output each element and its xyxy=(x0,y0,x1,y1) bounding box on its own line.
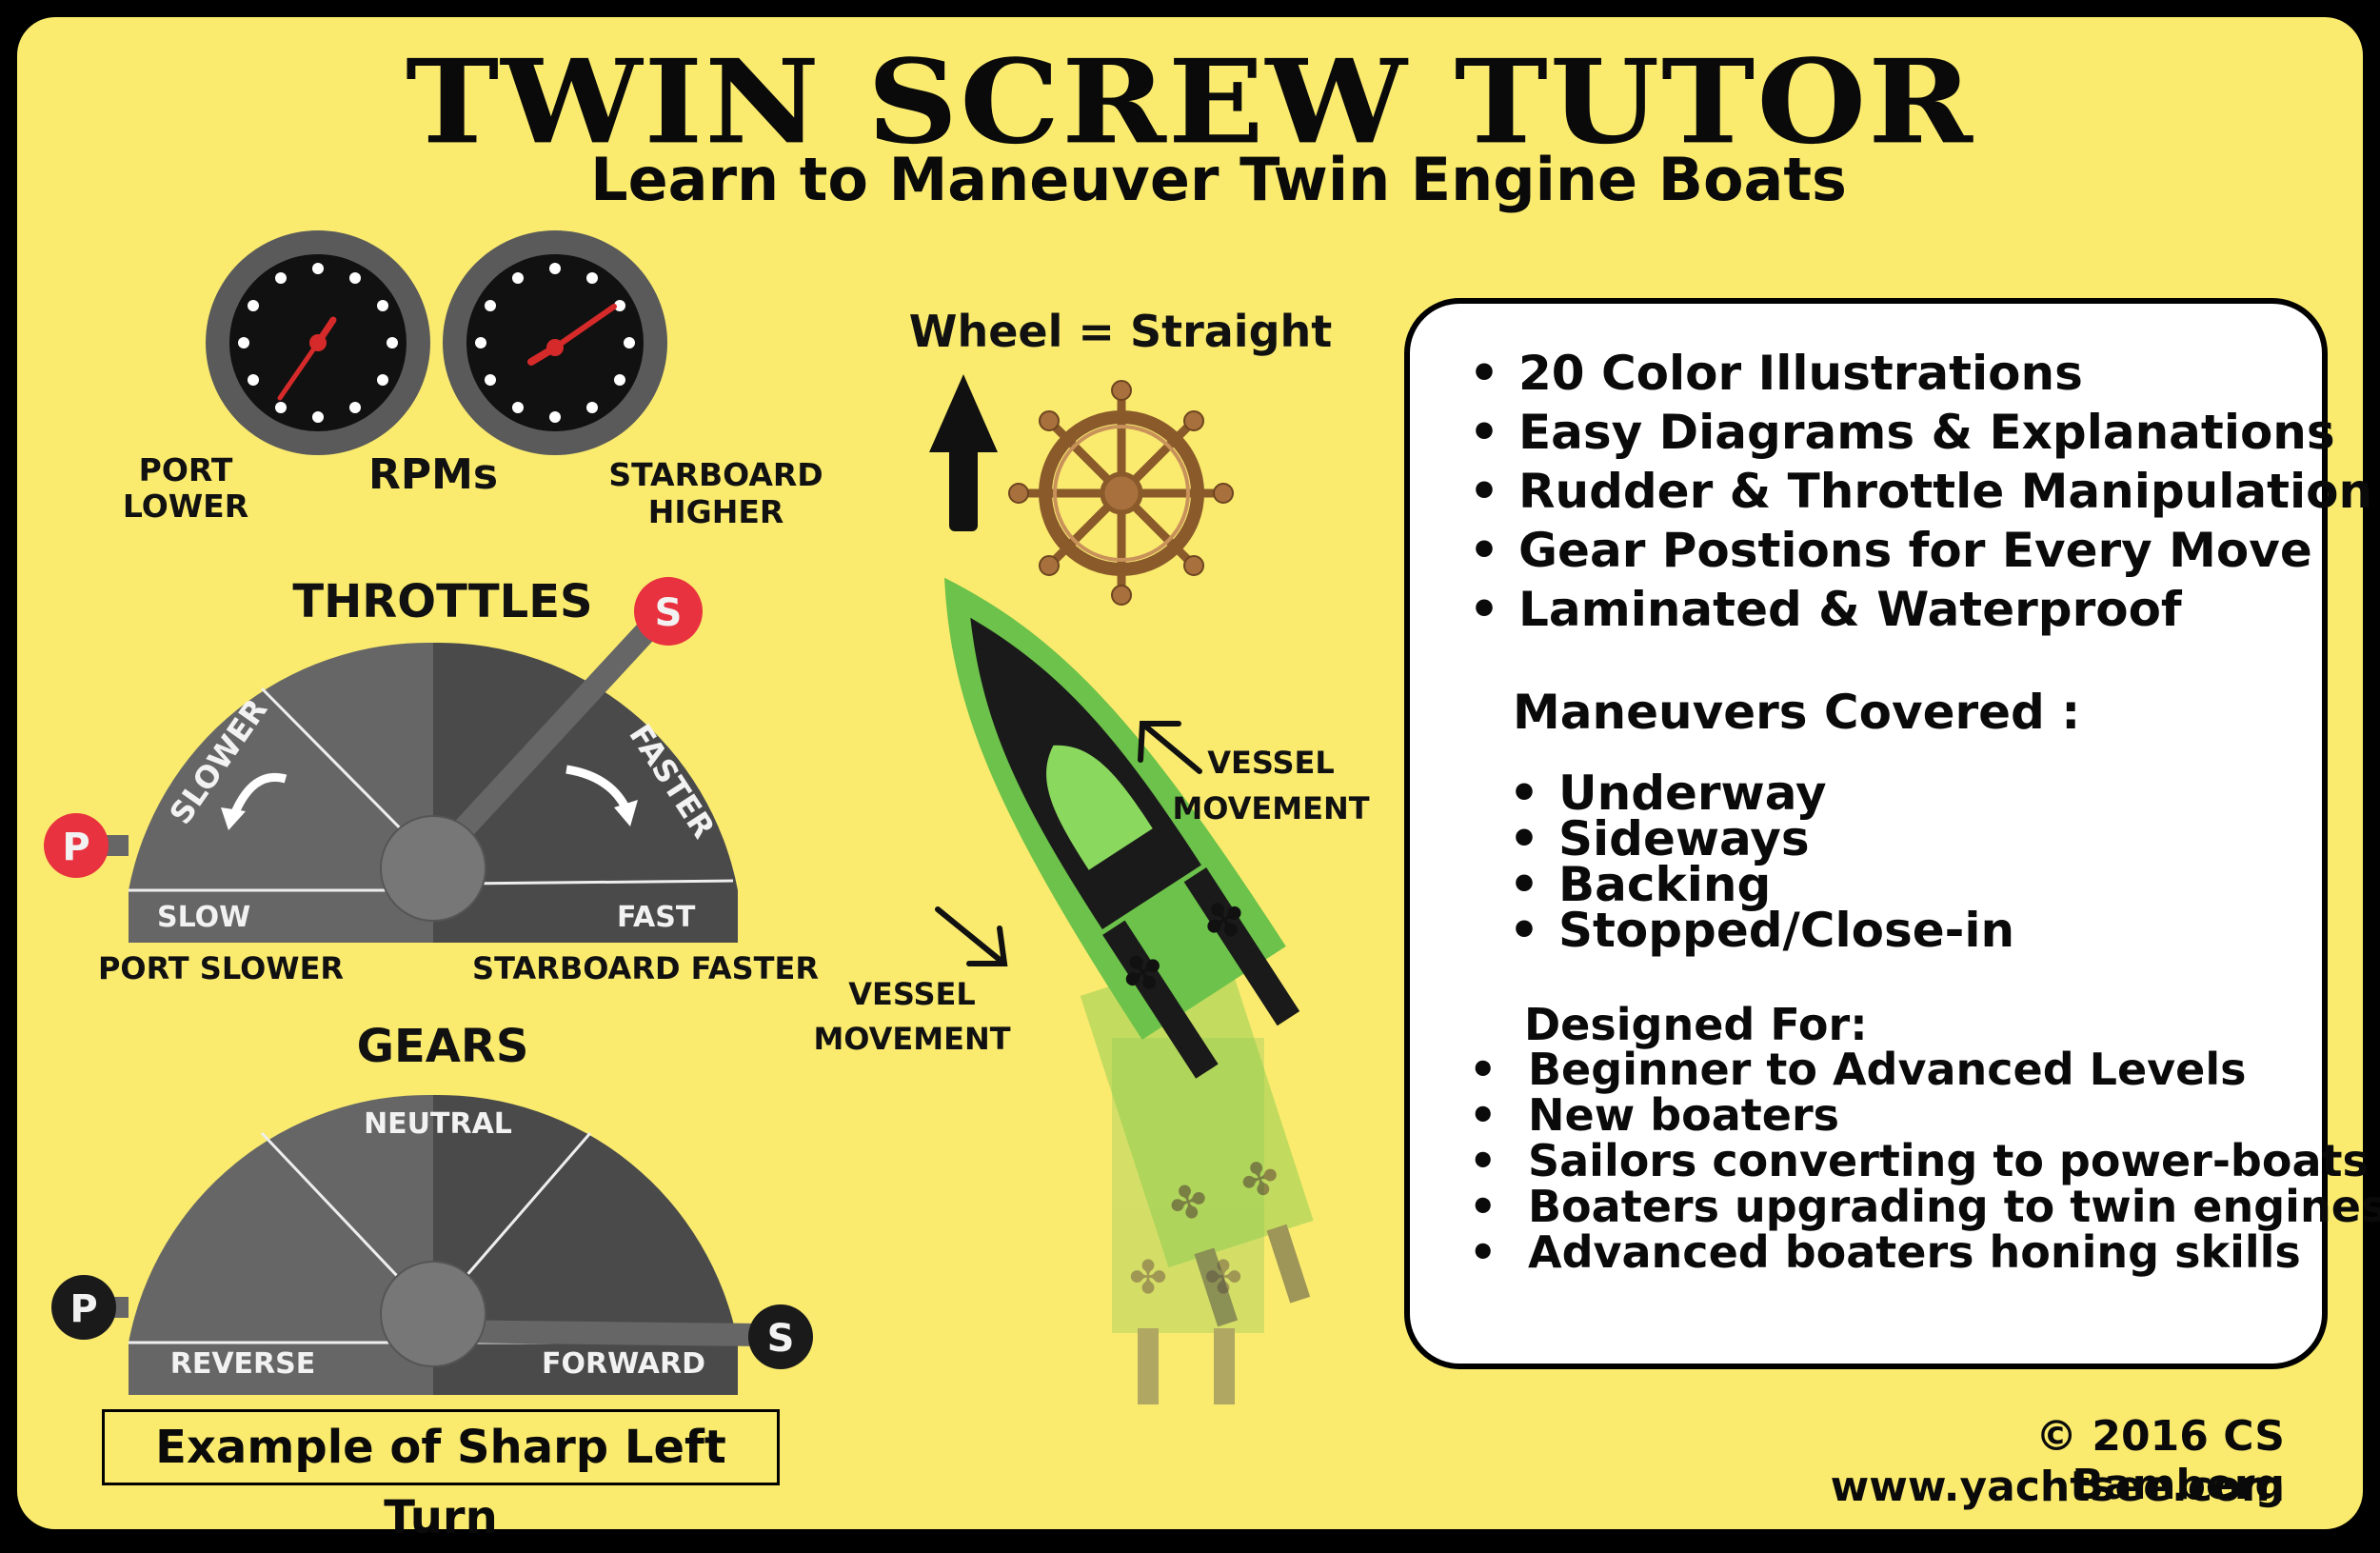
svg-text:P: P xyxy=(62,826,89,869)
vessel-movement-arrow-down-right xyxy=(935,906,1008,966)
vessel-movement-sublabel-2: MOVEMENT xyxy=(813,1021,1010,1057)
throttle-quadrant xyxy=(76,598,738,943)
starboard-faster-caption: STARBOARD FASTER xyxy=(472,950,819,986)
list-item: 20 Color Illustrations xyxy=(1469,344,2372,403)
throttle-port-knob[interactable]: P xyxy=(44,813,109,878)
port-gauge-ticks xyxy=(238,263,398,423)
starboard-rpm-gauge xyxy=(443,230,667,455)
list-item: Beginner to Advanced Levels xyxy=(1469,1046,2380,1092)
list-item: Easy Diagrams & Explanations xyxy=(1469,403,2372,462)
neutral-label: NEUTRAL xyxy=(364,1107,512,1141)
gear-quadrant xyxy=(84,1094,763,1395)
designed-for-heading: Designed For: xyxy=(1524,999,1868,1050)
throttles-title: THROTTLES xyxy=(292,575,592,628)
page-title: TWIN SCREW TUTOR xyxy=(406,34,1974,170)
list-item: Rudder & Throttle Manipulation xyxy=(1469,462,2372,521)
website-link[interactable]: www.yachtsee.com xyxy=(1830,1463,2285,1511)
forward-arrow-icon xyxy=(929,374,998,531)
port-rpm-label: PORT xyxy=(139,451,233,488)
copyright-text: © 2016 CS Bamberg xyxy=(2035,1412,2285,1509)
rpm-label: RPMs xyxy=(368,450,498,499)
gear-port-knob[interactable]: P xyxy=(51,1275,116,1340)
gears-title: GEARS xyxy=(357,1020,529,1073)
starboard-gauge-needle xyxy=(552,304,617,350)
vessel-movement-label-1: VESSEL xyxy=(1207,745,1335,781)
wheel-label: Wheel = Straight xyxy=(909,306,1333,357)
port-slower-caption: PORT SLOWER xyxy=(98,950,344,986)
boat-main: ✤ ✤ xyxy=(944,577,1300,1079)
svg-text:S: S xyxy=(767,1317,795,1361)
designed-for-list: Beginner to Advanced Levels New boaters … xyxy=(1469,1046,2380,1275)
list-item: Sailors converting to power-boats xyxy=(1469,1138,2380,1184)
starboard-gauge-ticks xyxy=(475,263,635,423)
list-item: Laminated & Waterproof xyxy=(1469,580,2372,639)
maneuvers-list: Underway Sideways Backing Stopped/Close-… xyxy=(1509,769,2014,954)
list-item: Stopped/Close-in xyxy=(1509,906,2014,954)
features-list: 20 Color Illustrations Easy Diagrams & E… xyxy=(1469,344,2372,639)
list-item: Gear Postions for Every Move xyxy=(1469,521,2372,580)
port-gauge-needle xyxy=(277,340,321,401)
starboard-rpm-label: STARBOARD xyxy=(608,456,823,493)
gear-starboard-knob[interactable]: S xyxy=(748,1304,813,1369)
starboard-rpm-sublabel: HIGHER xyxy=(648,493,784,530)
vessel-movement-arrow-up-left xyxy=(1138,721,1202,774)
vessel-movement-sublabel-1: MOVEMENT xyxy=(1172,790,1369,826)
features-panel: 20 Color Illustrations Easy Diagrams & E… xyxy=(1404,298,2380,1369)
forward-label: FORWARD xyxy=(542,1347,705,1381)
list-item: Underway xyxy=(1509,769,2014,817)
list-item: Backing xyxy=(1509,861,2014,908)
list-item: Boaters upgrading to twin engines xyxy=(1469,1184,2380,1229)
port-rpm-sublabel: LOWER xyxy=(123,488,248,525)
slow-label: SLOW xyxy=(157,901,250,934)
example-caption: Example of Sharp Left Turn xyxy=(102,1409,780,1544)
maneuvers-heading: Maneuvers Covered : xyxy=(1513,685,2081,740)
port-rpm-gauge xyxy=(206,230,430,455)
list-item: New boaters xyxy=(1469,1092,2380,1138)
vessel-movement-label-2: VESSEL xyxy=(848,976,976,1012)
throttle-starboard-knob[interactable]: S xyxy=(634,577,703,646)
ship-wheel-icon xyxy=(1008,380,1234,606)
svg-text:S: S xyxy=(655,591,683,635)
svg-text:P: P xyxy=(69,1287,97,1331)
list-item: Advanced boaters honing skills xyxy=(1469,1229,2380,1275)
fast-label: FAST xyxy=(617,901,696,934)
svg-text:✤: ✤ xyxy=(1129,1251,1167,1304)
reverse-label: REVERSE xyxy=(170,1347,316,1381)
page-subtitle: Learn to Maneuver Twin Engine Boats xyxy=(590,145,1847,214)
list-item: Sideways xyxy=(1509,815,2014,863)
